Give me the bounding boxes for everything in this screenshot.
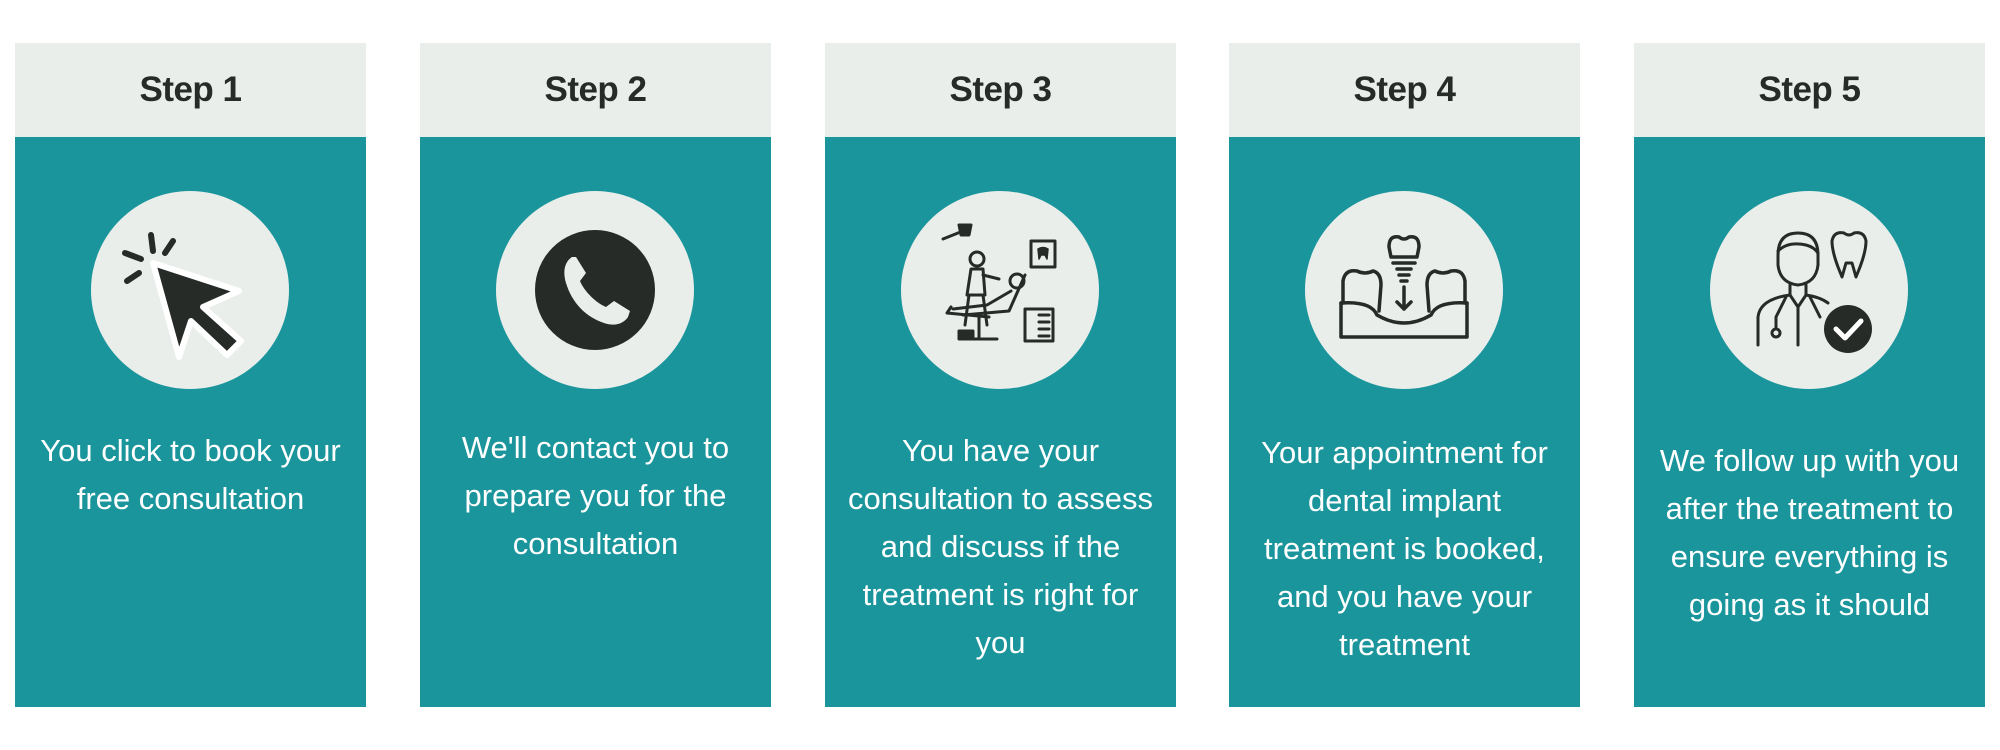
step-title-5: Step 5 — [1758, 70, 1861, 109]
step-header-1: Step 1 — [15, 43, 366, 137]
step-title-2: Step 2 — [544, 70, 647, 109]
step-header-5: Step 5 — [1634, 43, 1985, 137]
step-header-2: Step 2 — [420, 43, 771, 137]
step-text-2: We'll contact you to prepare you for the… — [461, 430, 730, 561]
step-text-4: Your appointment for dental implant trea… — [1261, 435, 1548, 662]
step-title-4: Step 4 — [1353, 70, 1456, 109]
step-text-1: You click to book your free consultation — [40, 433, 341, 516]
step-card-3: Step 3 — [825, 43, 1176, 707]
step-header-3: Step 3 — [825, 43, 1176, 137]
step-header-4: Step 4 — [1229, 43, 1580, 137]
step-title-1: Step 1 — [139, 70, 242, 109]
dental-implant-icon — [1305, 191, 1503, 389]
step-text-3: You have your consultation to assess and… — [847, 433, 1153, 660]
step-card-4: Step 4 — [1229, 43, 1580, 707]
step-card-1: Step 1 You click to book your free consu… — [15, 43, 366, 707]
step-text-5: We follow up with you after the treatmen… — [1659, 443, 1960, 622]
step-card-2: Step 2 We'll contact you to prepare you … — [420, 43, 771, 707]
cursor-click-icon — [91, 191, 289, 389]
dentist-check-icon — [1710, 191, 1908, 389]
step-card-5: Step 5 — [1634, 43, 1985, 707]
dental-chair-icon — [901, 191, 1099, 389]
phone-icon — [496, 191, 694, 389]
step-title-3: Step 3 — [949, 70, 1052, 109]
